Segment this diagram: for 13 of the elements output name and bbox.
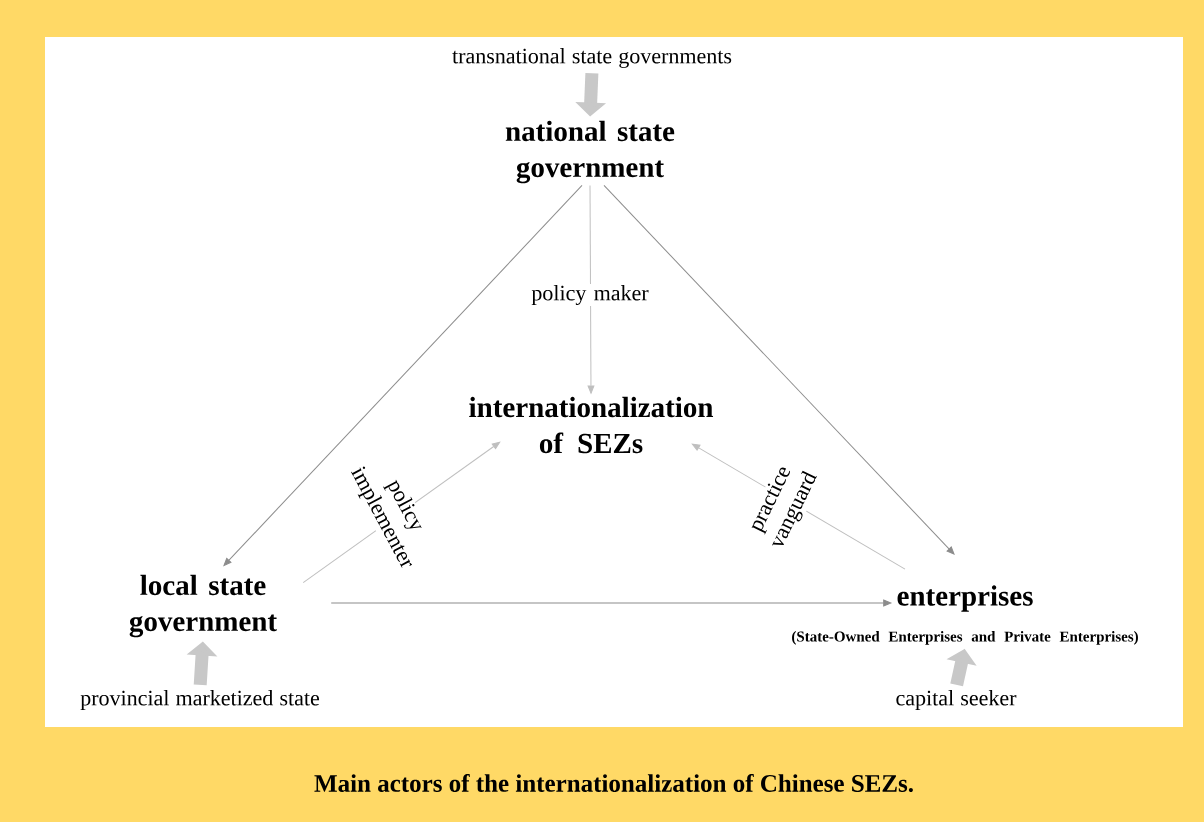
arrow xyxy=(587,184,595,394)
actor-label: provincial marketized state xyxy=(80,690,320,710)
actor-label: local state government xyxy=(129,574,277,638)
actor-label: internationalization of SEZs xyxy=(469,396,714,454)
actor-label: national state government xyxy=(505,120,675,184)
arrow xyxy=(603,184,955,555)
actor-label: capital seeker xyxy=(896,690,1017,710)
arrow xyxy=(330,599,892,607)
caption: Main actors of the internationalization of Chinese SEZs. xyxy=(314,774,913,792)
actor-label: enterprises (State-Owned Enterprises and Private Enterprises) xyxy=(792,585,1138,645)
arrow xyxy=(223,184,583,567)
edge-label: policy maker xyxy=(526,284,654,306)
actor-label: transnational state governments xyxy=(452,48,732,68)
